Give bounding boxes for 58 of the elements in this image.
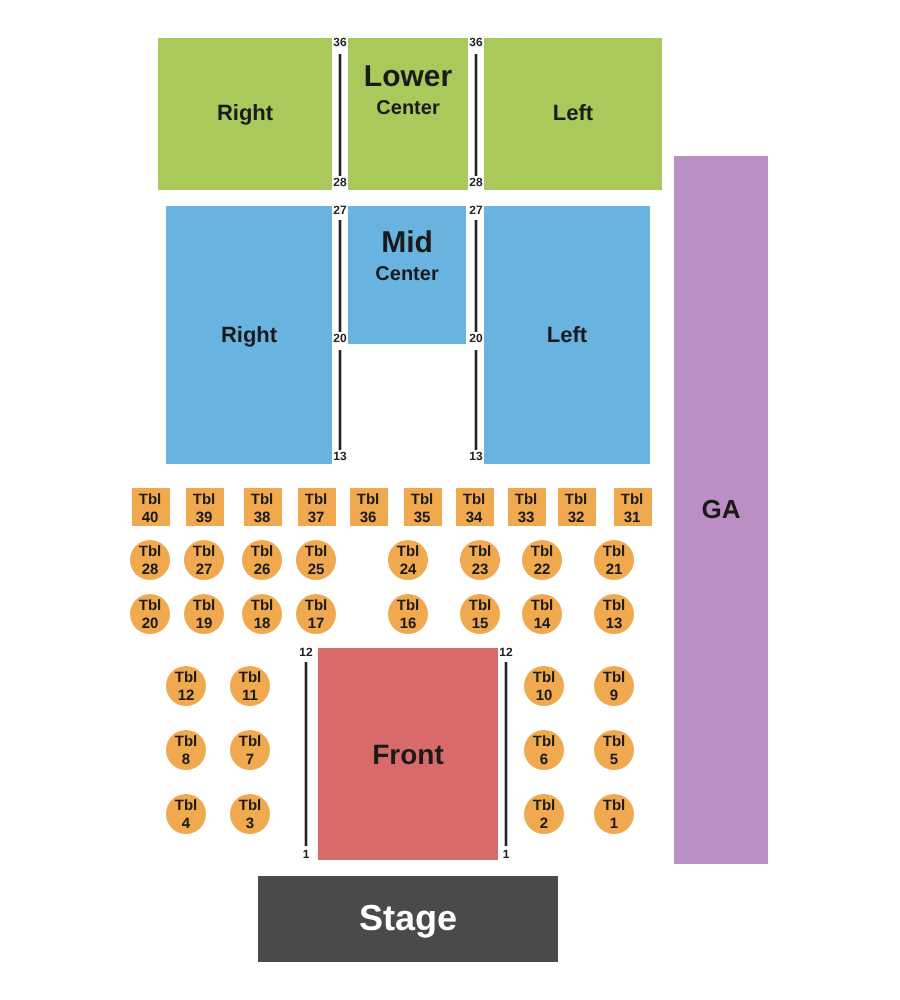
round-table [230, 666, 270, 706]
round-table [460, 540, 500, 580]
section-label: Center [376, 96, 440, 122]
square-table [349, 488, 387, 526]
round-table [296, 540, 336, 580]
section-label: Lower [363, 60, 453, 96]
section-label: Center [375, 262, 439, 288]
square-table [557, 488, 595, 526]
round-table [166, 794, 206, 834]
round-table [524, 794, 564, 834]
seating-section [348, 38, 468, 190]
seating-section [318, 648, 498, 860]
square-table [403, 488, 441, 526]
round-table [522, 594, 562, 634]
section-label: GA [701, 494, 741, 526]
square-table [455, 488, 493, 526]
round-table [460, 594, 500, 634]
round-table [166, 666, 206, 706]
section-label: Mid [381, 226, 433, 262]
seating-section [348, 206, 466, 344]
section-label: Right [216, 100, 274, 128]
round-table [296, 594, 336, 634]
section-label: Left [552, 100, 594, 128]
general-admission-area [674, 156, 768, 864]
square-table [297, 488, 335, 526]
round-table [184, 594, 224, 634]
section-label: Front [372, 737, 444, 771]
round-table [522, 540, 562, 580]
square-table [507, 488, 545, 526]
round-table [166, 730, 206, 770]
section-label: Stage [358, 898, 458, 940]
square-table [185, 488, 223, 526]
seating-section [166, 206, 332, 464]
section-label: Right [220, 321, 278, 349]
square-table [613, 488, 651, 526]
round-table [388, 540, 428, 580]
round-table [184, 540, 224, 580]
seating-section [158, 38, 332, 190]
seating-section [484, 38, 662, 190]
round-table [230, 794, 270, 834]
round-table [594, 540, 634, 580]
square-table [243, 488, 281, 526]
round-table [594, 730, 634, 770]
section-label: Left [546, 321, 588, 349]
square-table [131, 488, 169, 526]
round-table [594, 794, 634, 834]
round-table [130, 540, 170, 580]
round-table [242, 594, 282, 634]
round-table [230, 730, 270, 770]
round-table [130, 594, 170, 634]
round-table [242, 540, 282, 580]
round-table [388, 594, 428, 634]
round-table [594, 666, 634, 706]
stage [258, 876, 558, 962]
seating-section [484, 206, 650, 464]
round-table [524, 666, 564, 706]
round-table [594, 594, 634, 634]
round-table [524, 730, 564, 770]
